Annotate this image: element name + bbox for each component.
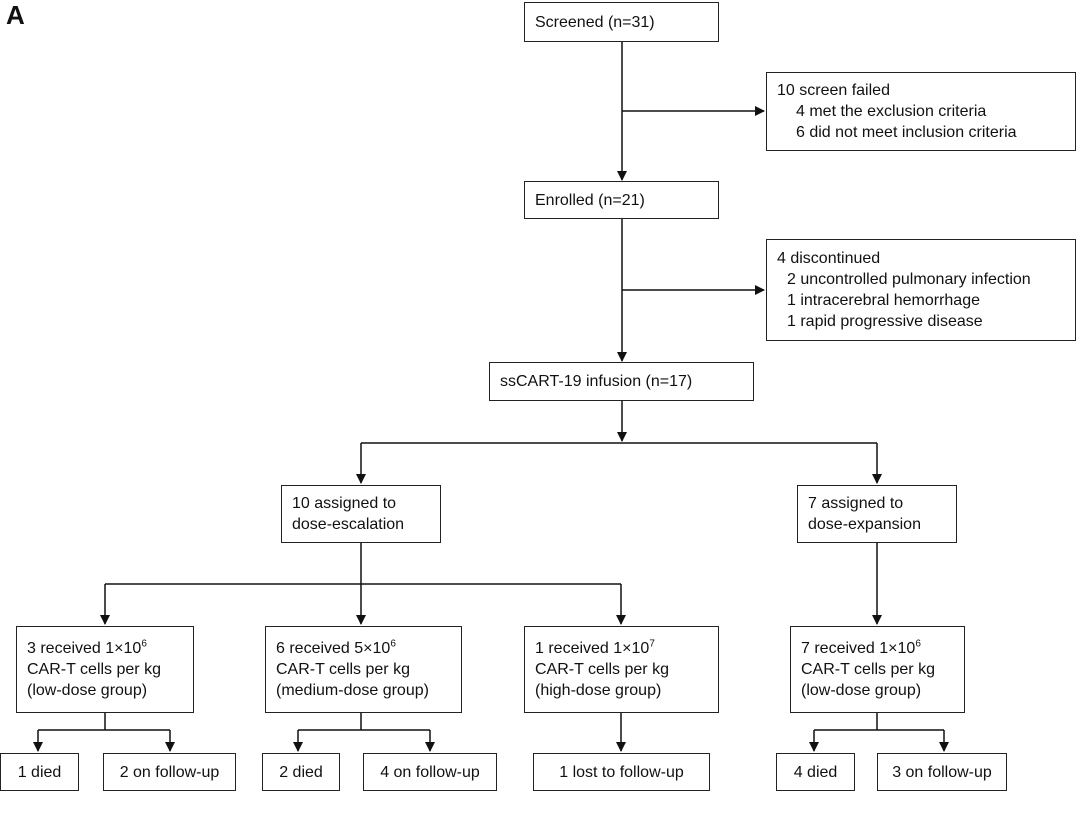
discontinued-title: 4 discontinued: [777, 250, 881, 267]
infusion-box: ssCART-19 infusion (n=17): [489, 362, 754, 401]
outcome-label: 4 on follow-up: [380, 763, 480, 781]
group-dose-line: 7 received 1×106: [801, 638, 921, 657]
expansion-box: 7 assigned to dose-expansion: [797, 485, 957, 543]
expansion-group-box: 7 received 1×106 CAR-T cells per kg (low…: [790, 626, 965, 713]
screened-label: Screened (n=31): [535, 13, 655, 31]
group-dose-line: 6 received 5×106: [276, 638, 396, 657]
low-died-box: 1 died: [0, 753, 79, 791]
enrolled-label: Enrolled (n=21): [535, 191, 645, 209]
outcome-label: 3 on follow-up: [892, 763, 992, 781]
enrolled-box: Enrolled (n=21): [524, 181, 719, 219]
screen-failed-item: 6 did not meet inclusion criteria: [796, 124, 1017, 141]
group-unit-line: CAR-T cells per kg: [276, 661, 410, 678]
expansion-line-1: 7 assigned to: [808, 495, 904, 512]
medium-died-box: 2 died: [262, 753, 340, 791]
group-unit-line: CAR-T cells per kg: [801, 661, 935, 678]
escalation-line-2: dose-escalation: [292, 516, 405, 533]
escalation-box: 10 assigned to dose-escalation: [281, 485, 441, 543]
exp-died-box: 4 died: [776, 753, 855, 791]
group-unit-line: CAR-T cells per kg: [535, 661, 669, 678]
panel-label: A: [6, 0, 25, 30]
outcome-label: 1 lost to follow-up: [559, 763, 684, 781]
group-name-line: (medium-dose group): [276, 682, 429, 699]
group-dose-line: 1 received 1×107: [535, 638, 655, 657]
low-follow-box: 2 on follow-up: [103, 753, 236, 791]
discontinued-box: 4 discontinued 2 uncontrolled pulmonary …: [766, 239, 1076, 341]
group-dose-line: 3 received 1×106: [27, 638, 147, 657]
screen-failed-title: 10 screen failed: [777, 82, 890, 99]
high-dose-group-box: 1 received 1×107 CAR-T cells per kg (hig…: [524, 626, 719, 713]
group-name-line: (low-dose group): [801, 682, 922, 699]
medium-dose-group-box: 6 received 5×106 CAR-T cells per kg (med…: [265, 626, 462, 713]
outcome-label: 2 on follow-up: [119, 763, 220, 781]
discontinued-item: 1 rapid progressive disease: [787, 313, 983, 330]
group-unit-line: CAR-T cells per kg: [27, 661, 161, 678]
outcome-label: 1 died: [17, 763, 62, 781]
escalation-line-1: 10 assigned to: [292, 495, 397, 512]
outcome-label: 2 died: [279, 763, 323, 781]
high-lost-box: 1 lost to follow-up: [533, 753, 710, 791]
medium-follow-box: 4 on follow-up: [363, 753, 497, 791]
screened-box: Screened (n=31): [524, 2, 719, 42]
group-name-line: (high-dose group): [535, 682, 662, 699]
discontinued-item: 2 uncontrolled pulmonary infection: [787, 271, 1031, 288]
infusion-label: ssCART-19 infusion (n=17): [500, 373, 693, 390]
expansion-line-2: dose-expansion: [808, 516, 921, 533]
group-name-line: (low-dose group): [27, 682, 148, 699]
exp-follow-box: 3 on follow-up: [877, 753, 1007, 791]
screen-failed-box: 10 screen failed 4 met the exclusion cri…: [766, 72, 1076, 151]
screen-failed-item: 4 met the exclusion criteria: [796, 103, 987, 120]
low-dose-group-box: 3 received 1×106 CAR-T cells per kg (low…: [16, 626, 194, 713]
discontinued-item: 1 intracerebral hemorrhage: [787, 292, 980, 309]
outcome-label: 4 died: [793, 763, 838, 781]
